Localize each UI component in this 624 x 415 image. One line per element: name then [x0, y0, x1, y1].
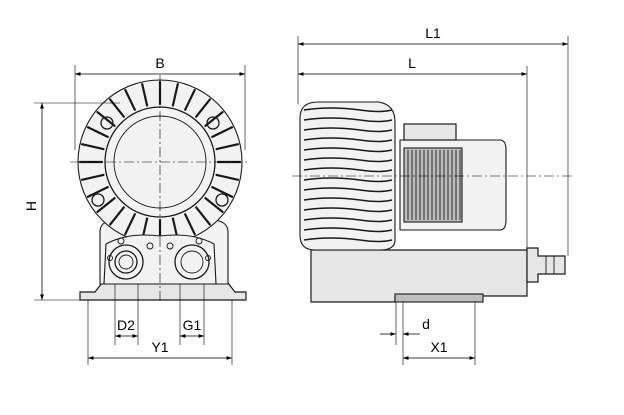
front-fin: [141, 82, 149, 107]
front-fin: [211, 126, 234, 138]
side-fin: [303, 127, 393, 133]
side-view: [292, 101, 575, 303]
side-fin: [303, 177, 393, 183]
side-fin: [303, 237, 393, 243]
side-fin: [303, 197, 393, 203]
dim-d-label: d: [422, 316, 430, 332]
inlet-port-bore: [118, 254, 134, 270]
front-fin: [204, 111, 224, 127]
dim-H-label: H: [23, 201, 39, 211]
bolt-hole-5: [107, 255, 113, 261]
side-fin: [303, 137, 393, 143]
front-fin: [215, 143, 240, 151]
side-fin: [303, 157, 393, 163]
bolt-hole-3: [166, 242, 174, 250]
dim-G1-label: G1: [183, 317, 202, 333]
dim-L1-label: L1: [425, 25, 441, 41]
front-fin: [171, 82, 179, 107]
front-fin: [86, 126, 109, 138]
side-motor-fin-lines: [407, 150, 461, 220]
bolt-hole-6: [205, 255, 211, 261]
side-fin: [303, 187, 393, 193]
side-fin: [303, 147, 393, 153]
inlet-port-outer: [108, 244, 144, 280]
side-fin: [303, 227, 393, 233]
front-fin: [215, 173, 240, 181]
side-motor-fins: [403, 147, 463, 223]
front-fin: [109, 206, 125, 226]
side-fin: [303, 217, 393, 223]
front-fin: [184, 88, 196, 111]
front-fin: [96, 197, 116, 213]
dim-B-label: B: [155, 55, 164, 71]
side-fin: [303, 117, 393, 123]
front-fin: [195, 98, 211, 118]
dim-D2-label: D2: [117, 317, 135, 333]
front-fin: [80, 173, 105, 181]
dimension-lines: B H D2 G1 Y1 L1 L d: [23, 25, 569, 365]
front-fin: [211, 186, 234, 198]
front-fin: [184, 213, 196, 236]
front-fin: [124, 88, 136, 111]
front-boss-bottom-left: [91, 193, 105, 207]
dim-Y1-label: Y1: [151, 339, 168, 355]
front-fin: [204, 197, 224, 213]
side-terminal-box: [403, 123, 457, 141]
front-fin: [109, 98, 125, 118]
side-fin: [303, 207, 393, 213]
side-fin: [303, 167, 393, 173]
outlet-port-inner: [180, 250, 204, 274]
front-boss-bottom-right: [215, 193, 229, 207]
front-fin: [195, 206, 211, 226]
dim-X1-label: X1: [430, 339, 447, 355]
front-fin: [124, 213, 136, 236]
bolt-hole-4: [195, 237, 203, 245]
front-fin: [80, 143, 105, 151]
front-fin: [96, 111, 116, 127]
bolt-hole-1: [117, 237, 125, 245]
inlet-port-inner: [114, 250, 138, 274]
side-fin: [303, 107, 393, 113]
front-base-foot: [79, 282, 247, 301]
side-housing-fins: [303, 107, 393, 243]
front-boss-top-left: [100, 116, 114, 130]
side-base-foot: [394, 293, 484, 303]
bolt-hole-2: [146, 242, 154, 250]
front-boss-top-right: [206, 116, 220, 130]
front-fin: [86, 186, 109, 198]
outlet-port-outer: [174, 244, 210, 280]
front-view: [70, 75, 250, 301]
dim-L-label: L: [408, 55, 416, 71]
